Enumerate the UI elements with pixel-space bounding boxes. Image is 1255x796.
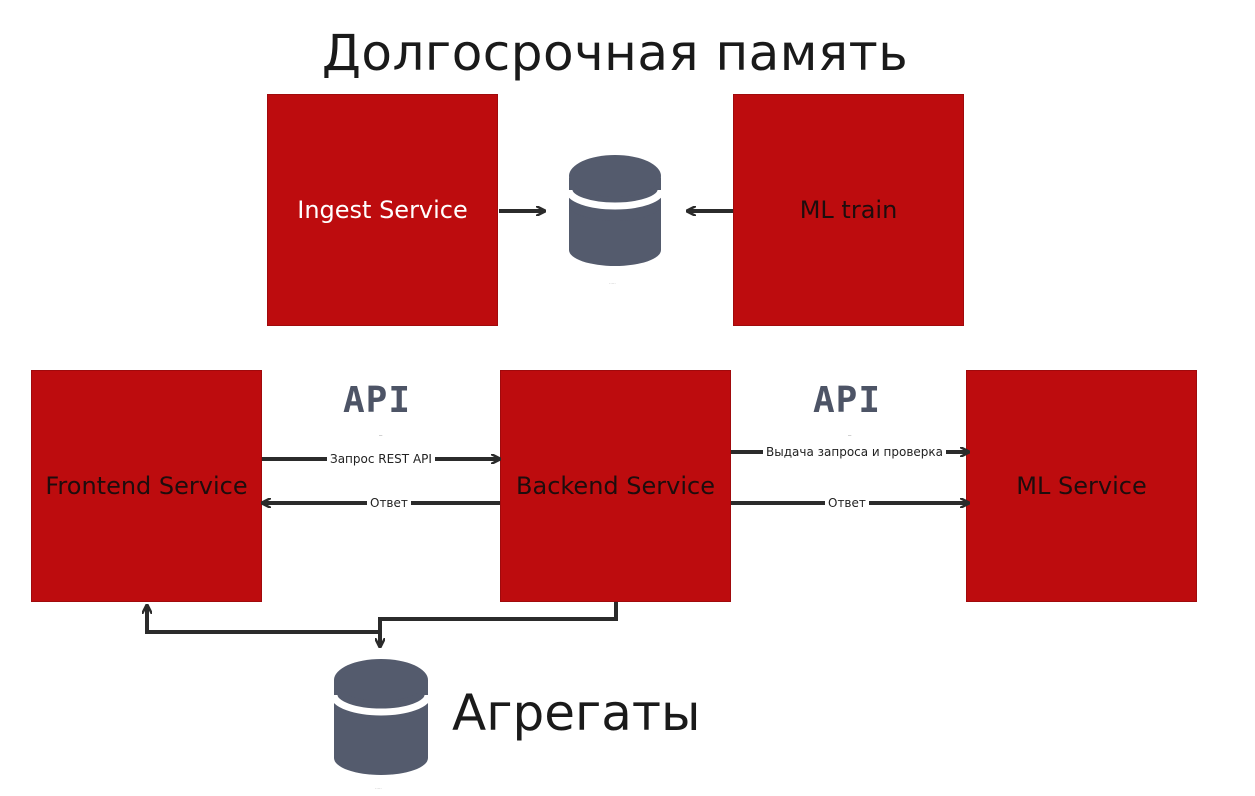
api-label-left: API (343, 380, 412, 421)
backend-service-box: Backend Service (500, 370, 731, 602)
label-ml-to-back: Ответ (825, 496, 869, 510)
ml-train-label: ML train (799, 196, 898, 224)
label-back-to-ml: Выдача запроса и проверка (763, 445, 947, 459)
frontend-service-box: Frontend Service (31, 370, 262, 602)
db-bottom-caption: ····· (375, 786, 382, 791)
connector-backend-to-db (380, 602, 618, 646)
api-label-right: API (813, 380, 882, 421)
database-icon-top (565, 155, 665, 266)
api-left-tick: – (379, 433, 383, 439)
ingest-service-label: Ingest Service (297, 196, 468, 224)
backend-service-label: Backend Service (516, 472, 715, 500)
label-front-to-back: Запрос REST API (327, 452, 435, 466)
database-icon-bottom (330, 659, 432, 775)
db-top-caption: ····· (609, 281, 616, 286)
frontend-service-label: Frontend Service (45, 472, 248, 500)
diagram-title: Долгосрочная память (321, 24, 909, 82)
api-right-tick: – (848, 433, 852, 439)
ml-service-label: ML Service (1016, 472, 1147, 500)
aggregates-label: Агрегаты (452, 684, 701, 742)
ml-train-box: ML train (733, 94, 964, 326)
label-back-to-front: Ответ (367, 496, 411, 510)
connector-db-to-frontend (147, 606, 380, 634)
ingest-service-box: Ingest Service (267, 94, 498, 326)
ml-service-box: ML Service (966, 370, 1197, 602)
